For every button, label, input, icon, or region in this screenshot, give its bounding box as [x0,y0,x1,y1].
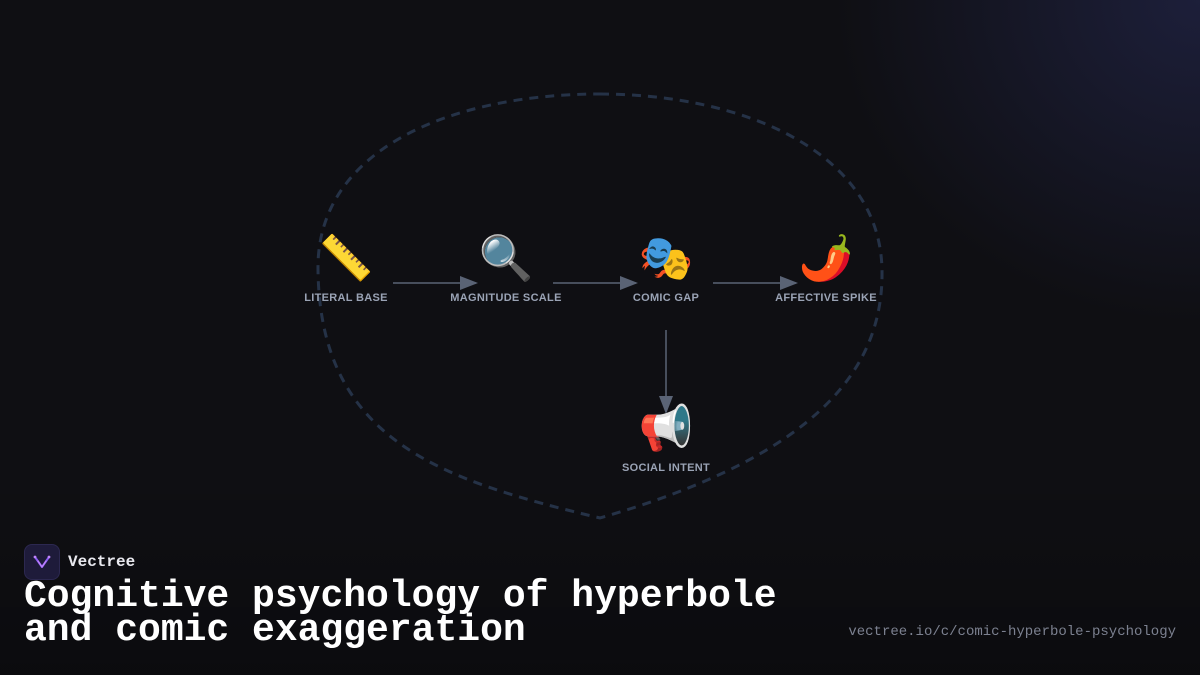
ruler-icon: 📏 [318,234,374,283]
brand: Vectree [24,544,135,580]
node-literal-base: 📏 LITERAL BASE [266,234,426,304]
hot-pepper-icon: 🌶️ [798,234,854,283]
megaphone-icon: 📢 [638,404,694,453]
node-label: SOCIAL INTENT [621,462,711,474]
brand-name: Vectree [68,553,136,571]
node-affective-spike: 🌶️ AFFECTIVE SPIKE [746,234,906,304]
node-label: LITERAL BASE [304,292,388,304]
cluster-outline [316,92,884,520]
node-social-intent: 📢 SOCIAL INTENT [586,404,746,474]
node-magnitude-scale: 🔍 MAGNITUDE SCALE [426,234,586,304]
theater-masks-icon: 🎭 [638,234,694,283]
node-label: COMIC GAP [632,292,700,304]
node-label: MAGNITUDE SCALE [450,292,562,304]
node-comic-gap: 🎭 COMIC GAP [586,234,746,304]
node-label: AFFECTIVE SPIKE [775,292,877,304]
page-url: vectree.io/c/comic-hyperbole-psychology [848,624,1176,640]
page-title: Cognitive psychology of hyperbole and co… [24,575,777,652]
magnifying-glass-icon: 🔍 [478,234,534,283]
vectree-logo-icon [24,544,60,580]
